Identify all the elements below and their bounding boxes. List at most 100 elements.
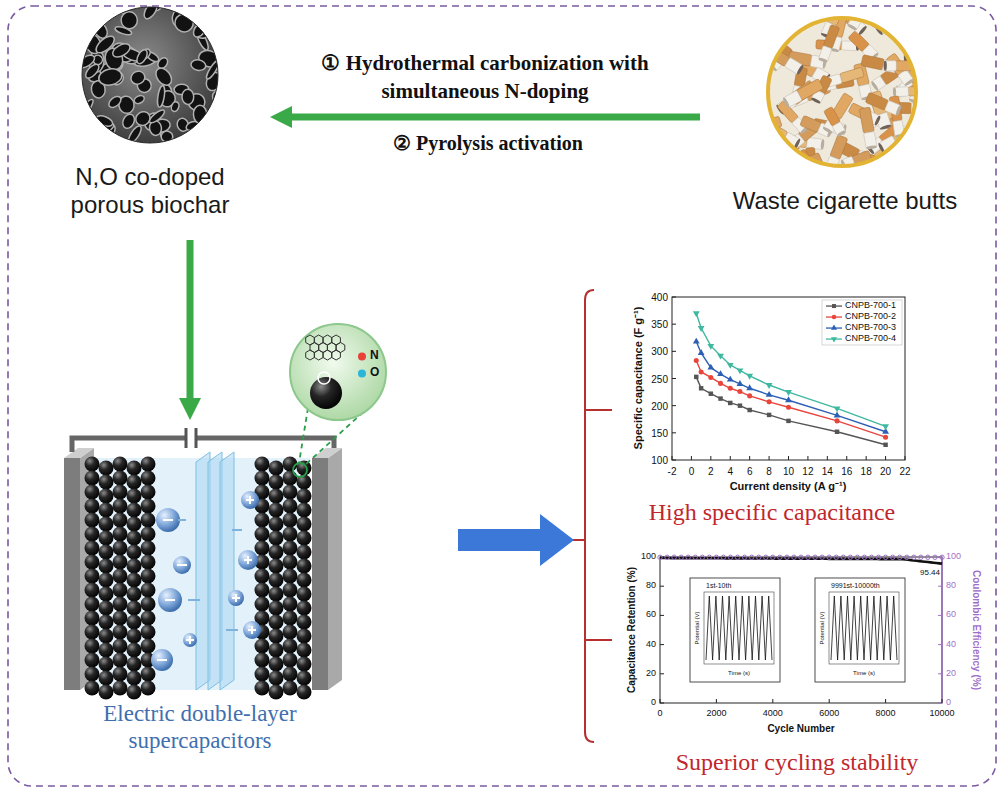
cigarette-butt — [907, 129, 934, 157]
cigarette-butt — [818, 24, 840, 63]
carbon-particles — [269, 545, 284, 560]
cigarette-butt — [899, 0, 915, 22]
carbon-particles — [141, 569, 156, 584]
efficiency-points — [926, 555, 930, 559]
ion — [173, 556, 191, 574]
carbon-particles — [99, 615, 114, 630]
legend-item: CNPB-700-3 — [826, 323, 896, 333]
carbon-particles — [141, 499, 156, 514]
axis-label: 18 — [861, 466, 872, 477]
cigarette-butt — [879, 124, 891, 131]
legend-sample — [826, 324, 842, 332]
carbon-particles — [113, 625, 128, 640]
cigarette-butt — [913, 11, 934, 28]
cigarette-butt — [824, 167, 835, 174]
pore — [135, 48, 150, 65]
carbon-particles — [283, 625, 298, 640]
tick-mark — [672, 351, 676, 352]
carbon-particles — [255, 541, 270, 556]
ion — [228, 590, 244, 606]
carbon-particles — [297, 643, 312, 658]
axis-label: 80 — [946, 581, 956, 591]
carbon-particles — [255, 667, 270, 682]
axis-label: 100 — [641, 552, 656, 562]
axis-label: 100 — [651, 455, 668, 466]
magnified-view — [293, 463, 307, 477]
carbon-particles — [127, 531, 142, 546]
axis-label: 60 — [646, 610, 656, 620]
axis-label: 20 — [880, 466, 891, 477]
legend-box — [822, 300, 902, 345]
carbon-particles — [297, 503, 312, 518]
cigarette-butt — [751, 19, 782, 32]
efficiency-points — [764, 555, 768, 559]
cigarette-photo — [768, 18, 916, 166]
graphene-lattice — [332, 350, 341, 360]
data-series — [694, 375, 698, 379]
axis-label: 22 — [899, 466, 910, 477]
axis-label: 10000 — [929, 709, 954, 719]
cigarette-butt — [876, 182, 886, 190]
pore — [173, 12, 196, 34]
cigarette-butt — [908, 86, 931, 96]
cigarette-butt — [885, 61, 896, 71]
carbon-particles — [283, 597, 298, 612]
carbon-particles — [99, 671, 114, 686]
carbon-particles — [127, 489, 142, 504]
sem-image — [73, 0, 228, 152]
cigarette-butt — [865, 92, 902, 116]
axis-label: Time (s) — [853, 670, 875, 677]
data-series — [693, 311, 700, 317]
legend-text: N — [370, 349, 379, 362]
inset-plot — [706, 596, 772, 660]
carbon-particles — [283, 499, 298, 514]
cigarette-butt — [891, 169, 899, 179]
data-series — [696, 377, 885, 445]
axis-label: 80 — [646, 581, 656, 591]
efficiency-points — [890, 555, 894, 559]
legend-swatch — [358, 352, 366, 360]
carbon-particles — [297, 615, 312, 630]
cigarette-photo — [768, 18, 916, 166]
pore — [190, 138, 199, 152]
axis-label: 20 — [646, 669, 656, 679]
data-series — [728, 401, 732, 405]
cigarette-butt — [893, 86, 931, 97]
tick-mark — [905, 456, 906, 460]
carbon-particles — [99, 587, 114, 602]
magnified-view — [290, 324, 386, 477]
inset-plot — [829, 592, 899, 664]
axis-label: 200 — [651, 400, 668, 411]
legend-text: CNPB-700-4 — [845, 334, 896, 344]
capacitor-symbol — [186, 428, 196, 448]
axis-label: 40 — [946, 640, 956, 650]
cigarette-butt — [826, 1, 845, 25]
legend-item: CNPB-700-2 — [826, 312, 896, 322]
tick-mark — [660, 615, 664, 616]
tick-mark — [829, 699, 830, 703]
inset-plot — [704, 592, 774, 664]
pore — [203, 14, 227, 38]
carbon-particles — [297, 587, 312, 602]
data-series — [709, 391, 713, 395]
cigarette-butt — [895, 19, 909, 34]
data-series — [696, 342, 885, 432]
ion-motion — [178, 520, 242, 630]
carbon-particles — [113, 667, 128, 682]
legend-item: CNPB-700-1 — [826, 301, 896, 311]
carbon-particles — [297, 601, 312, 616]
tick-mark — [716, 699, 717, 703]
cigarette-butt — [808, 174, 817, 178]
cigarette-butt — [859, 107, 874, 133]
axis-label: Coulombic Efficiency (%) — [971, 570, 982, 690]
axis-label: -2 — [668, 466, 677, 477]
carbon-particles — [85, 457, 100, 472]
carbon-particles — [269, 671, 284, 686]
carbon-particles — [99, 545, 114, 560]
tick-mark — [938, 644, 942, 645]
cigarette-butt — [865, 92, 889, 110]
carbon-particles — [255, 597, 270, 612]
cigarette-butt — [907, 148, 916, 157]
carbon-particles — [297, 629, 312, 644]
